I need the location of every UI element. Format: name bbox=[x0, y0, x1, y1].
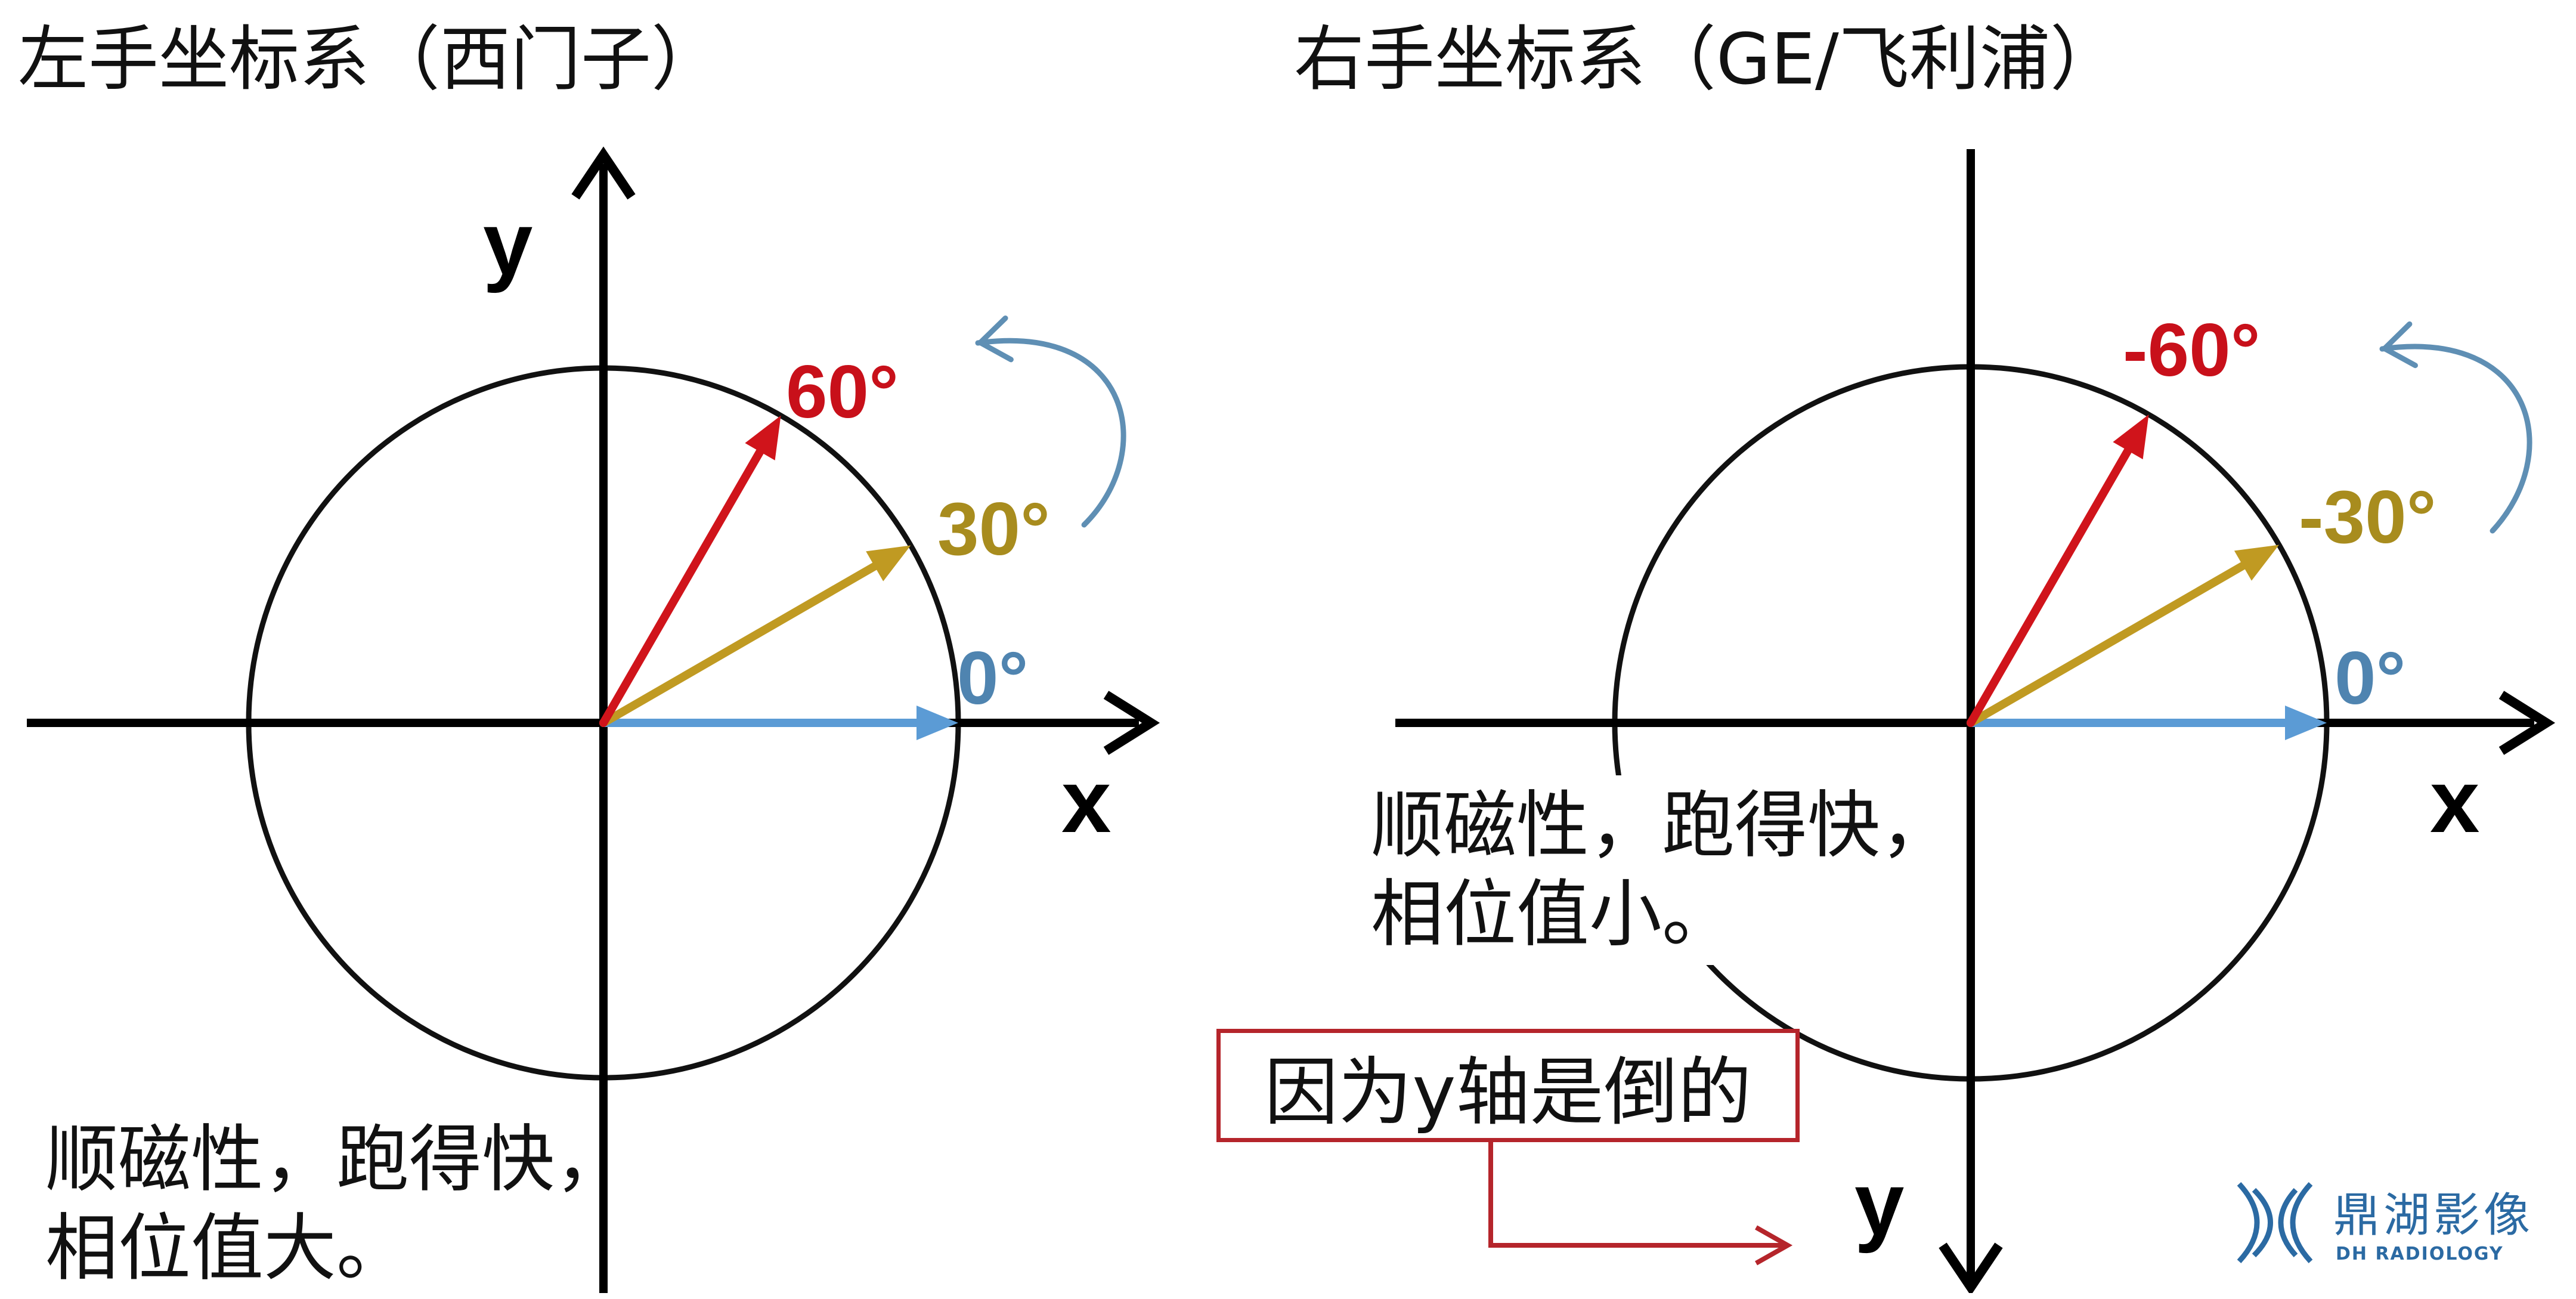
left-label-0: 0° bbox=[957, 637, 1029, 720]
left-rotation-arrow-path bbox=[975, 338, 1126, 528]
left-x-arrowhead bbox=[1103, 691, 1160, 755]
right-vector-0-head bbox=[2285, 706, 2327, 740]
right-vector-minus30-shaft bbox=[1967, 558, 2253, 727]
right-x-label: x bbox=[2430, 751, 2479, 851]
right-label-0: 0° bbox=[2334, 637, 2406, 720]
left-vector-30-shaft bbox=[599, 559, 884, 727]
right-vector-minus30-head bbox=[2234, 545, 2280, 581]
right-label-minus30: -30° bbox=[2299, 476, 2436, 559]
reason-connector bbox=[1488, 1142, 1783, 1248]
left-label-30: 30° bbox=[937, 488, 1050, 571]
left-y-arrowhead bbox=[571, 146, 636, 200]
left-label-60: 60° bbox=[786, 351, 899, 434]
left-vector-0-head bbox=[917, 706, 958, 740]
right-note-line1: 顺磁性，跑得快， bbox=[1371, 783, 1953, 868]
right-vector-minus60-shaft bbox=[1967, 441, 2135, 727]
right-panel-note: 顺磁性，跑得快， 相位值小。 bbox=[1363, 775, 1961, 965]
logo: 鼎湖影像 DH RADIOLOGY bbox=[2233, 1178, 2567, 1279]
right-note-line2: 相位值小。 bbox=[1371, 871, 1735, 957]
right-label-minus60: -60° bbox=[2123, 309, 2261, 392]
logo-subtitle: DH RADIOLOGY bbox=[2336, 1244, 2504, 1264]
left-y-label: y bbox=[483, 193, 532, 293]
logo-name: 鼎湖影像 bbox=[2333, 1189, 2534, 1242]
logo-mark-icon bbox=[2237, 1182, 2313, 1264]
reason-box: 因为y轴是倒的 bbox=[1216, 1029, 1800, 1142]
right-panel-title: 右手坐标系（GE/飞利浦） bbox=[1294, 18, 2120, 100]
right-x-arrowhead bbox=[2498, 691, 2556, 755]
left-note-line2: 相位值大。 bbox=[45, 1205, 409, 1291]
right-vector-minus60-head bbox=[2113, 414, 2149, 460]
right-y-label: y bbox=[1854, 1153, 1904, 1254]
left-panel-title: 左手坐标系（西门子） bbox=[18, 18, 722, 100]
left-x-label: x bbox=[1061, 751, 1111, 851]
left-note-line1: 顺磁性，跑得快， bbox=[45, 1117, 627, 1202]
left-panel-note: 顺磁性，跑得快， 相位值大。 bbox=[37, 1109, 636, 1299]
reason-connector-arrowhead bbox=[1755, 1225, 1793, 1266]
left-rotation-arrow-head bbox=[977, 315, 1014, 363]
left-vector-30-head bbox=[866, 545, 911, 582]
right-rotation-arrow-head bbox=[2382, 321, 2418, 369]
right-rotation-arrow-path bbox=[2379, 344, 2532, 534]
left-vector-60-head bbox=[745, 415, 781, 460]
left-vector-60-shaft bbox=[599, 442, 767, 727]
right-y-arrowhead bbox=[1939, 1242, 2003, 1293]
